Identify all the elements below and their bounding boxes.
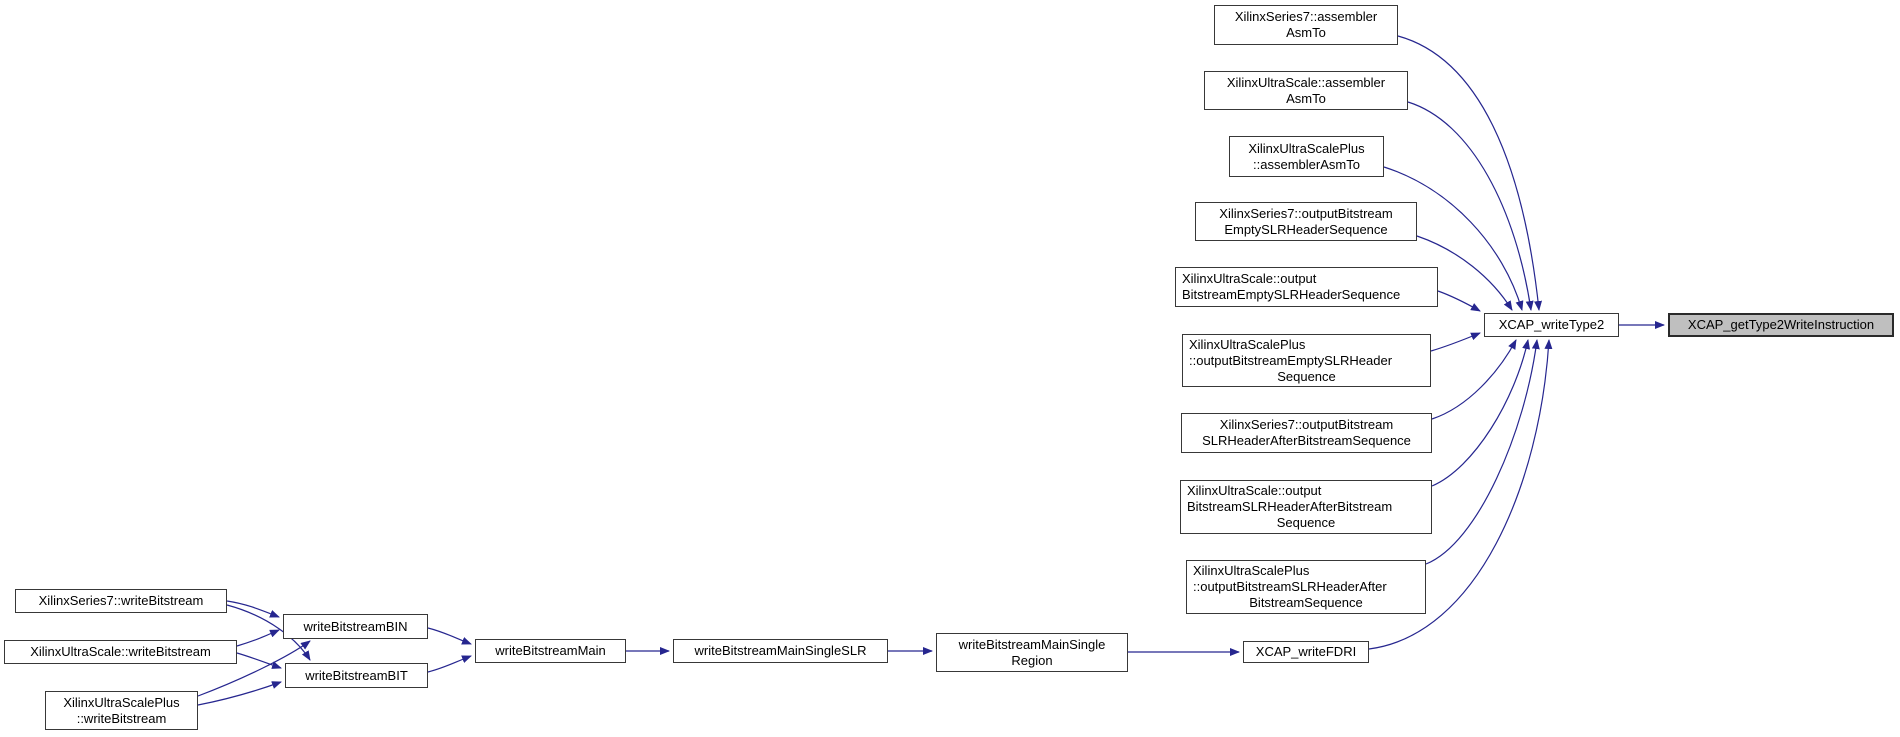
node-label-line: XCAP_getType2WriteInstruction	[1687, 317, 1875, 332]
edge-wb7-to-bin	[226, 600, 280, 618]
node-oesUSP[interactable]: XilinxUltraScalePlus::outputBitstreamEmp…	[1182, 334, 1431, 387]
node-singleSLR[interactable]: writeBitstreamMainSingleSLR	[673, 639, 888, 663]
node-label-line: SLRHeaderAfterBitstreamSequence	[1202, 433, 1411, 448]
node-label-line: XilinxSeries7::outputBitstream	[1219, 417, 1394, 432]
node-label-line: Region	[1011, 652, 1053, 668]
edge-asmUSP-to-wt2	[1383, 166, 1524, 311]
node-label-line: XCAP_writeType2	[1498, 317, 1605, 332]
node-label-line: XilinxUltraScalePlus	[63, 694, 180, 710]
node-label-line: XilinxUltraScalePlus	[1193, 563, 1310, 578]
node-osaUSP[interactable]: XilinxUltraScalePlus::outputBitstreamSLR…	[1186, 560, 1426, 614]
node-wb7[interactable]: XilinxSeries7::writeBitstream	[15, 589, 227, 613]
node-bin[interactable]: writeBitstreamBIN	[283, 614, 428, 639]
edge-fdri-to-wt2	[1368, 339, 1553, 650]
edge-wbUS-to-bit	[236, 652, 282, 669]
node-label-line: writeBitstreamBIT	[305, 667, 408, 683]
node-wbUS[interactable]: XilinxUltraScale::writeBitstream	[4, 640, 237, 664]
node-label-line: XilinxSeries7::writeBitstream	[38, 593, 204, 608]
edge-osaUSP-to-wt2	[1425, 339, 1540, 565]
edge-wbUSP-to-bit	[197, 681, 282, 706]
node-fdri[interactable]: XCAP_writeFDRI	[1243, 641, 1369, 663]
node-label-line: writeBitstreamMainSingleSLR	[694, 643, 867, 658]
node-label-line: XilinxUltraScale::assembler	[1226, 74, 1386, 90]
node-label-line: writeBitstreamBIN	[303, 618, 408, 634]
node-label-line: Sequence	[1277, 368, 1336, 384]
node-label-line: BitstreamSLRHeaderAfterBitstream	[1187, 499, 1393, 514]
edge-osaUS-to-wt2	[1431, 339, 1530, 487]
node-target: XCAP_getType2WriteInstruction	[1668, 313, 1894, 337]
edge-wbUS-to-bin	[236, 629, 280, 647]
edge-asm7-to-wt2	[1397, 35, 1543, 311]
node-label-line: EmptySLRHeaderSequence	[1224, 221, 1388, 237]
node-label-line: ::outputBitstreamSLRHeaderAfter	[1193, 579, 1387, 594]
edge-oesUS-to-wt2	[1437, 290, 1481, 312]
node-bit[interactable]: writeBitstreamBIT	[285, 663, 428, 688]
node-label-line: ::assemblerAsmTo	[1253, 156, 1360, 172]
node-label-line: Sequence	[1276, 515, 1336, 530]
node-label-line: AsmTo	[1286, 25, 1326, 40]
node-label-line: writeBitstreamMainSingle	[958, 636, 1106, 652]
edge-oesUSP-to-wt2	[1430, 332, 1481, 352]
edge-wb7-to-bit	[226, 604, 311, 661]
node-label-line: XilinxSeries7::outputBitstream	[1219, 205, 1393, 221]
node-label-line: XilinxUltraScale::output	[1187, 483, 1322, 498]
node-label-line: XilinxUltraScale::output	[1182, 271, 1317, 286]
node-label-line: XilinxUltraScalePlus	[1248, 140, 1365, 156]
node-label-line: ::outputBitstreamEmptySLRHeader	[1189, 352, 1393, 368]
edge-bin-to-main	[427, 627, 472, 645]
edge-oes7-to-wt2	[1416, 235, 1513, 311]
node-label-line: XilinxUltraScale::writeBitstream	[30, 644, 211, 659]
node-label-line: writeBitstreamMain	[495, 643, 606, 658]
node-label-line: AsmTo	[1286, 90, 1326, 106]
node-label-line: XilinxSeries7::assembler	[1234, 9, 1378, 24]
node-label-line: ::writeBitstream	[76, 710, 167, 726]
node-asmUSP[interactable]: XilinxUltraScalePlus::assemblerAsmTo	[1229, 136, 1384, 177]
node-label-line: BitstreamSequence	[1249, 595, 1363, 610]
node-label-line: BitstreamEmptySLRHeaderSequence	[1182, 287, 1401, 302]
node-label-line: XilinxUltraScalePlus	[1189, 336, 1306, 352]
node-wt2[interactable]: XCAP_writeType2	[1484, 313, 1619, 337]
edge-asmUS-to-wt2	[1407, 101, 1534, 311]
node-wbUSP[interactable]: XilinxUltraScalePlus::writeBitstream	[45, 691, 198, 730]
edge-wbUSP-to-bin	[197, 640, 311, 697]
node-main[interactable]: writeBitstreamMain	[475, 639, 626, 663]
edge-osa7-to-wt2	[1431, 339, 1517, 420]
node-label-line: XCAP_writeFDRI	[1255, 644, 1357, 659]
edge-bit-to-main	[427, 655, 472, 673]
